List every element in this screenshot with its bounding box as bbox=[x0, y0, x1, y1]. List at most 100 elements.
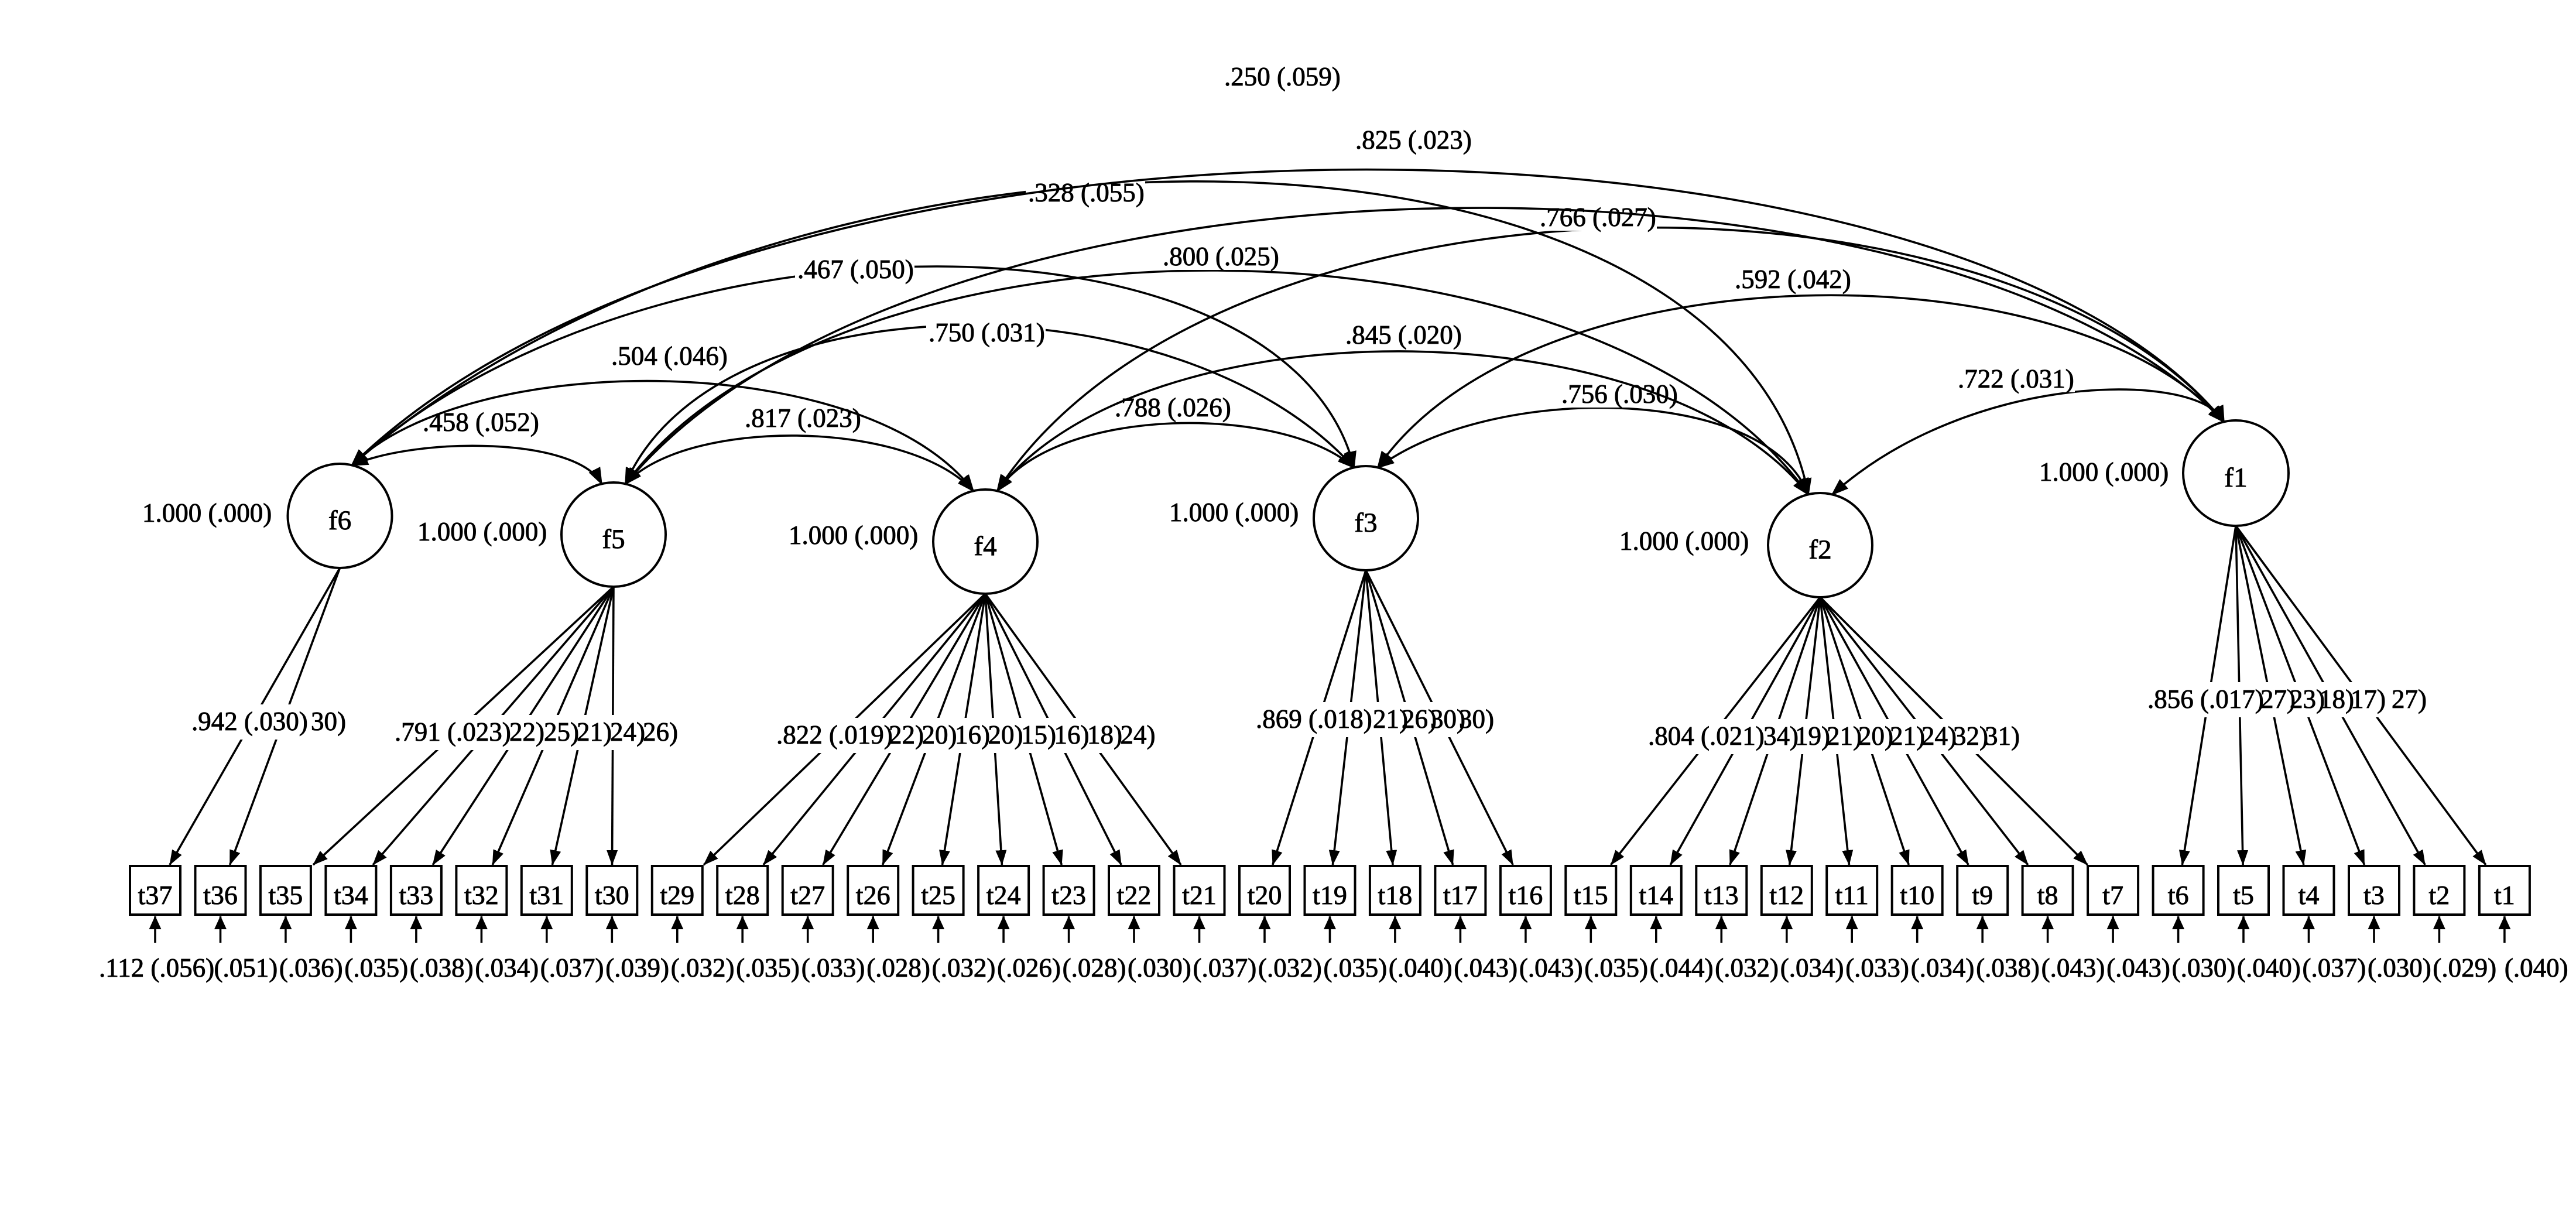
svg-text:27): 27) bbox=[2260, 684, 2296, 714]
svg-text:(.035): (.035) bbox=[1324, 953, 1388, 983]
svg-text:(.032): (.032) bbox=[1258, 953, 1322, 983]
svg-text:(.030): (.030) bbox=[2368, 953, 2431, 983]
svg-text:(.044): (.044) bbox=[1650, 953, 1714, 983]
svg-text:27): 27) bbox=[2392, 684, 2427, 714]
svg-text:t5: t5 bbox=[2233, 880, 2254, 910]
svg-text:26): 26) bbox=[643, 717, 678, 747]
svg-text:1.000 (.000): 1.000 (.000) bbox=[2039, 457, 2169, 487]
svg-text:t19: t19 bbox=[1313, 880, 1347, 910]
svg-text:(.028): (.028) bbox=[866, 953, 930, 983]
svg-text:t33: t33 bbox=[399, 880, 434, 910]
svg-text:(.033): (.033) bbox=[801, 953, 865, 983]
svg-text:t31: t31 bbox=[529, 880, 564, 910]
svg-text:15): 15) bbox=[1021, 720, 1056, 749]
svg-text:20): 20) bbox=[988, 720, 1023, 749]
svg-text:30): 30) bbox=[1459, 704, 1494, 734]
svg-text:t35: t35 bbox=[269, 880, 303, 910]
svg-text:t32: t32 bbox=[464, 880, 499, 910]
svg-text:16): 16) bbox=[1054, 720, 1090, 749]
svg-text:(.035): (.035) bbox=[344, 953, 408, 983]
svg-text:f1: f1 bbox=[2224, 463, 2247, 493]
svg-text:(.037): (.037) bbox=[540, 953, 604, 983]
svg-text:24): 24) bbox=[1921, 721, 1957, 751]
svg-text:t18: t18 bbox=[1378, 880, 1413, 910]
svg-text:t14: t14 bbox=[1639, 880, 1673, 910]
svg-text:t15: t15 bbox=[1574, 880, 1608, 910]
svg-text:.791 (.023): .791 (.023) bbox=[395, 717, 511, 747]
svg-text:(.026): (.026) bbox=[997, 953, 1061, 983]
svg-text:(.032): (.032) bbox=[671, 953, 735, 983]
svg-text:t6: t6 bbox=[2168, 880, 2189, 910]
svg-text:.112 (.056): .112 (.056) bbox=[99, 953, 214, 983]
svg-text:t34: t34 bbox=[334, 880, 368, 910]
svg-text:(.051): (.051) bbox=[214, 953, 278, 983]
svg-text:t4: t4 bbox=[2298, 880, 2320, 910]
svg-text:21): 21) bbox=[577, 717, 612, 747]
svg-text:.328 (.055): .328 (.055) bbox=[1028, 178, 1145, 207]
svg-text:.869 (.018): .869 (.018) bbox=[1256, 704, 1372, 734]
svg-text:t2: t2 bbox=[2429, 880, 2450, 910]
svg-text:.804 (.021): .804 (.021) bbox=[1648, 721, 1765, 751]
svg-text:(.040): (.040) bbox=[2505, 953, 2568, 983]
svg-text:.856 (.017): .856 (.017) bbox=[2147, 684, 2264, 714]
svg-text:22): 22) bbox=[509, 717, 544, 747]
svg-text:20): 20) bbox=[1858, 721, 1893, 751]
svg-text:16): 16) bbox=[955, 720, 990, 749]
svg-text:(.035): (.035) bbox=[736, 953, 800, 983]
svg-text:(.036): (.036) bbox=[279, 953, 343, 983]
svg-text:(.032): (.032) bbox=[1715, 953, 1779, 983]
svg-text:t23: t23 bbox=[1051, 880, 1086, 910]
svg-text:18): 18) bbox=[1087, 720, 1122, 749]
svg-text:(.038): (.038) bbox=[1976, 953, 2040, 983]
svg-text:20): 20) bbox=[922, 720, 957, 749]
svg-text:t13: t13 bbox=[1704, 880, 1739, 910]
svg-text:25): 25) bbox=[544, 717, 579, 747]
svg-text:t16: t16 bbox=[1509, 880, 1543, 910]
svg-text:26): 26) bbox=[1402, 704, 1437, 734]
svg-text:21): 21) bbox=[1827, 721, 1862, 751]
svg-text:t9: t9 bbox=[1972, 880, 1993, 910]
svg-text:(.033): (.033) bbox=[1845, 953, 1909, 983]
svg-text:t36: t36 bbox=[203, 880, 238, 910]
svg-text:1.000 (.000): 1.000 (.000) bbox=[142, 498, 272, 528]
svg-text:t11: t11 bbox=[1835, 880, 1869, 910]
svg-text:24): 24) bbox=[610, 717, 645, 747]
svg-text:(.030): (.030) bbox=[2172, 953, 2236, 983]
svg-text:t26: t26 bbox=[856, 880, 890, 910]
svg-text:(.034): (.034) bbox=[1780, 953, 1844, 983]
svg-text:t20: t20 bbox=[1248, 880, 1282, 910]
svg-text:18): 18) bbox=[2319, 684, 2354, 714]
svg-text:1.000 (.000): 1.000 (.000) bbox=[1619, 526, 1749, 556]
svg-text:(.043): (.043) bbox=[2106, 953, 2170, 983]
svg-text:t17: t17 bbox=[1443, 880, 1478, 910]
svg-text:f4: f4 bbox=[974, 531, 996, 562]
svg-text:(.035): (.035) bbox=[1584, 953, 1648, 983]
svg-text:.817 (.023): .817 (.023) bbox=[745, 403, 861, 433]
svg-text:t3: t3 bbox=[2363, 880, 2385, 910]
svg-text:(.043): (.043) bbox=[1454, 953, 1517, 983]
svg-text:t10: t10 bbox=[1900, 880, 1934, 910]
svg-text:t24: t24 bbox=[986, 880, 1021, 910]
svg-text:(.034): (.034) bbox=[1911, 953, 1975, 983]
svg-text:t1: t1 bbox=[2494, 880, 2515, 910]
svg-text:1.000 (.000): 1.000 (.000) bbox=[789, 521, 918, 550]
svg-text:1.000 (.000): 1.000 (.000) bbox=[1169, 498, 1299, 527]
svg-text:19): 19) bbox=[1795, 721, 1830, 751]
svg-text:.845 (.020): .845 (.020) bbox=[1345, 320, 1462, 350]
svg-text:1.000 (.000): 1.000 (.000) bbox=[417, 517, 547, 546]
svg-text:30): 30) bbox=[311, 707, 346, 736]
svg-text:.822 (.019): .822 (.019) bbox=[776, 720, 893, 749]
svg-text:21): 21) bbox=[1373, 704, 1408, 734]
svg-text:22): 22) bbox=[889, 720, 924, 749]
svg-text:(.039): (.039) bbox=[605, 953, 669, 983]
svg-text:.467 (.050): .467 (.050) bbox=[797, 255, 914, 284]
svg-text:.504 (.046): .504 (.046) bbox=[611, 341, 728, 371]
svg-text:34): 34) bbox=[1763, 721, 1799, 751]
svg-text:21): 21) bbox=[1890, 721, 1925, 751]
svg-text:f6: f6 bbox=[328, 505, 351, 536]
svg-text:.825 (.023): .825 (.023) bbox=[1355, 125, 1472, 155]
svg-text:.250 (.059): .250 (.059) bbox=[1224, 62, 1341, 91]
svg-text:30): 30) bbox=[1430, 704, 1465, 734]
svg-text:17): 17) bbox=[2351, 684, 2386, 714]
svg-text:(.028): (.028) bbox=[1063, 953, 1126, 983]
